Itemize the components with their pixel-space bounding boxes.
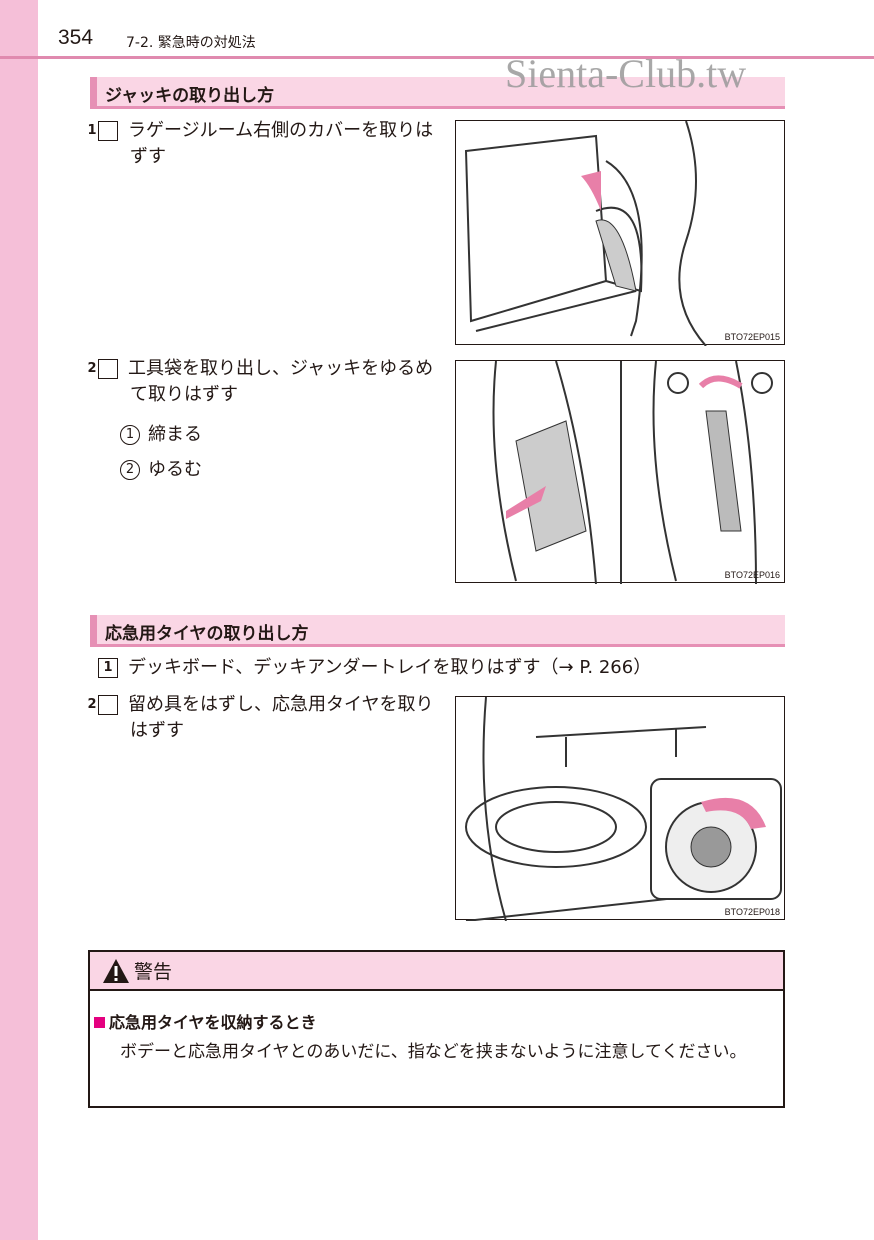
- page-number: 354: [58, 26, 94, 49]
- step-text: デッキボード、デッキアンダートレイを取りはずす（→ P. 266）: [128, 657, 652, 678]
- header-rule: [0, 56, 874, 59]
- step-text: ラゲージルーム右側のカバーを取りはずす: [128, 120, 434, 167]
- warning-box: 警告 応急用タイヤを収納するとき ボデーと応急用タイヤとのあいだに、指などを挟ま…: [88, 950, 785, 1108]
- step-1: 1 ラゲージルーム右側のカバーを取りはずす: [87, 118, 443, 170]
- figure-jack-removal: BTO72EP016: [455, 360, 785, 584]
- illustration: [464, 121, 707, 346]
- section-title: ジャッキの取り出し方: [90, 77, 785, 109]
- step-text: 留め具をはずし、応急用タイヤを取りはずす: [128, 694, 434, 741]
- step-1: 1 デッキボード、デッキアンダートレイを取りはずす（→ P. 266）: [98, 655, 651, 681]
- warning-body: ボデーと応急用タイヤとのあいだに、指などを挟まないように注意してください。: [120, 1042, 747, 1062]
- warning-subtitle: 応急用タイヤを収納するとき: [94, 1009, 783, 1033]
- circle-number: 2: [120, 460, 140, 480]
- step-number: 1: [98, 658, 118, 678]
- figure-spare-tire: BTO72EP018: [455, 696, 785, 921]
- sub-text: 締まる: [148, 424, 202, 445]
- section-title: 応急用タイヤの取り出し方: [90, 615, 785, 647]
- warning-triangle-icon: [103, 958, 129, 983]
- step-number: 1: [87, 121, 118, 141]
- warning-title: 警告: [134, 961, 173, 983]
- step-2: 2 留め具をはずし、応急用タイヤを取りはずす: [87, 692, 443, 744]
- figure-code: BTO72EP015: [724, 332, 780, 342]
- step-text: 工具袋を取り出し、ジャッキをゆるめて取りはずす: [128, 358, 434, 405]
- sub-item-tighten: 1 締まる: [120, 420, 202, 446]
- figure-code: BTO72EP018: [724, 907, 780, 917]
- illustration: [465, 697, 782, 921]
- sub-text: ゆるむ: [148, 459, 202, 480]
- figure-code: BTO72EP016: [724, 570, 780, 580]
- step-2: 2 工具袋を取り出し、ジャッキをゆるめて取りはずす: [87, 356, 443, 408]
- bullet-square-icon: [94, 1017, 105, 1028]
- circle-number: 1: [120, 425, 140, 445]
- sub-item-loosen: 2 ゆるむ: [120, 455, 202, 481]
- step-number: 2: [87, 695, 118, 715]
- warning-header: 警告: [90, 952, 783, 991]
- illustration: [492, 361, 773, 584]
- side-tab: [0, 0, 38, 1240]
- warning-subtitle-text: 応急用タイヤを収納するとき: [109, 1013, 317, 1032]
- chapter-title: 7-2. 緊急時の対処法: [126, 35, 256, 51]
- figure-cover-removal: BTO72EP015: [455, 120, 785, 346]
- watermark: Sienta-Club.tw: [505, 51, 747, 96]
- step-number: 2: [87, 359, 118, 379]
